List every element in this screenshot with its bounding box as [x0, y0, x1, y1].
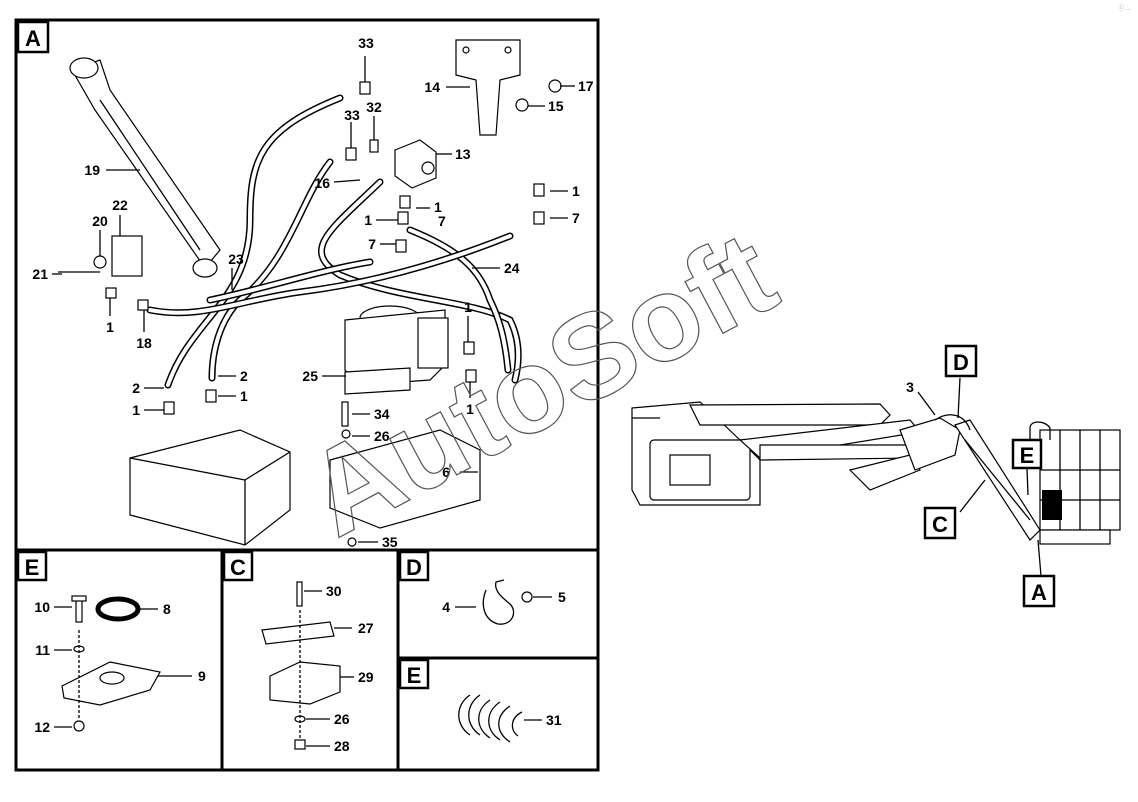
svg-text:C: C: [932, 512, 948, 537]
callout-17: 17: [578, 78, 594, 94]
svg-text:D: D: [406, 555, 422, 580]
callout-26: 26: [334, 711, 350, 727]
callout-1: 1: [464, 299, 472, 315]
callout-5: 5: [558, 589, 566, 605]
panel-a-key: A: [16, 20, 50, 54]
callouts-e1: 10 8 11 9 12: [34, 599, 206, 735]
callout-1: 1: [364, 212, 372, 228]
cylinder-19: [69, 57, 221, 278]
callout-9: 9: [198, 668, 206, 684]
svg-text:E: E: [25, 555, 40, 580]
panel-c-frame: [220, 548, 400, 772]
callout-24: 24: [504, 260, 520, 276]
callout-6: 6: [442, 464, 450, 480]
panel-e2-frame: [396, 656, 600, 772]
callout-32: 32: [366, 99, 382, 115]
callout-1: 1: [106, 319, 114, 335]
callout-13: 13: [455, 146, 471, 162]
svg-text:E: E: [1020, 443, 1035, 468]
callout-27: 27: [358, 620, 374, 636]
callout-21: 21: [32, 266, 48, 282]
panel-e2-key: E: [398, 658, 430, 690]
fittings: [58, 81, 545, 547]
callouts-c: 30 27 29 26 28: [326, 583, 374, 754]
callout-14: 14: [424, 79, 440, 95]
callout-1: 1: [466, 401, 474, 417]
callout-4: 4: [442, 599, 450, 615]
callouts-d: 4 5: [442, 589, 566, 615]
machine-key-c: C: [923, 506, 957, 540]
svg-text:C: C: [230, 555, 246, 580]
panel-d-key: D: [398, 550, 430, 582]
control-block: [129, 429, 291, 546]
callout-25: 25: [302, 368, 318, 384]
callout-23: 23: [228, 251, 244, 267]
callout-16: 16: [314, 175, 330, 191]
panel-c-drawing: [261, 581, 354, 750]
leader-lines-a: [52, 56, 575, 543]
panel-e1-key: E: [16, 550, 48, 582]
callout-33: 33: [358, 35, 374, 51]
machine-key-e: E: [1011, 438, 1043, 470]
machine-key-a: A: [1022, 574, 1056, 608]
callout-7: 7: [572, 210, 580, 226]
panel-e1-drawing: [54, 595, 192, 732]
callout-30: 30: [326, 583, 342, 599]
callout-7: 7: [438, 213, 446, 229]
machine-illustration: [631, 377, 1121, 577]
callout-10: 10: [34, 599, 50, 615]
callout-2: 2: [240, 368, 248, 384]
svg-text:E: E: [407, 663, 422, 688]
panel-e1-frame: [14, 548, 224, 772]
svg-text:D: D: [953, 350, 969, 375]
callout-22: 22: [112, 197, 128, 213]
svg-text:A: A: [1031, 580, 1047, 605]
callout-29: 29: [358, 669, 374, 685]
corner-mark: ⓒ ...: [1118, 4, 1131, 12]
hose-set: [146, 94, 522, 389]
callout-3: 3: [906, 379, 914, 395]
callout-18: 18: [136, 335, 152, 351]
callout-26: 26: [374, 428, 390, 444]
machine-key-d: D: [944, 344, 978, 378]
bracket-14: [455, 39, 521, 136]
guard-6: [329, 429, 481, 529]
svg-text:A: A: [25, 26, 41, 51]
callout-34: 34: [374, 406, 390, 422]
callout-1: 1: [240, 388, 248, 404]
nut-17: [548, 79, 562, 93]
callout-19: 19: [84, 162, 100, 178]
callout-35: 35: [382, 534, 398, 550]
callout-20: 20: [92, 213, 108, 229]
callouts-a: 33 33 32 14 17 15 13 19 22 20 16 1 1 1 7…: [32, 35, 593, 550]
callout-1: 1: [572, 183, 580, 199]
callout-31: 31: [546, 712, 562, 728]
panel-c-key: C: [222, 550, 254, 582]
callout-8: 8: [163, 601, 171, 617]
valve-13: [394, 139, 437, 189]
callout-33: 33: [344, 107, 360, 123]
rotator-25: [344, 305, 449, 395]
callout-12: 12: [34, 719, 50, 735]
washer-15: [515, 98, 529, 112]
callout-7: 7: [368, 236, 376, 252]
callout-28: 28: [334, 738, 350, 754]
panel-d-drawing: [455, 579, 552, 625]
callout-2: 2: [132, 380, 140, 396]
callout-1: 1: [132, 402, 140, 418]
panel-e2-drawing: [458, 694, 542, 743]
callout-1: 1: [434, 199, 442, 215]
callout-11: 11: [35, 642, 50, 658]
callout-15: 15: [548, 98, 564, 114]
